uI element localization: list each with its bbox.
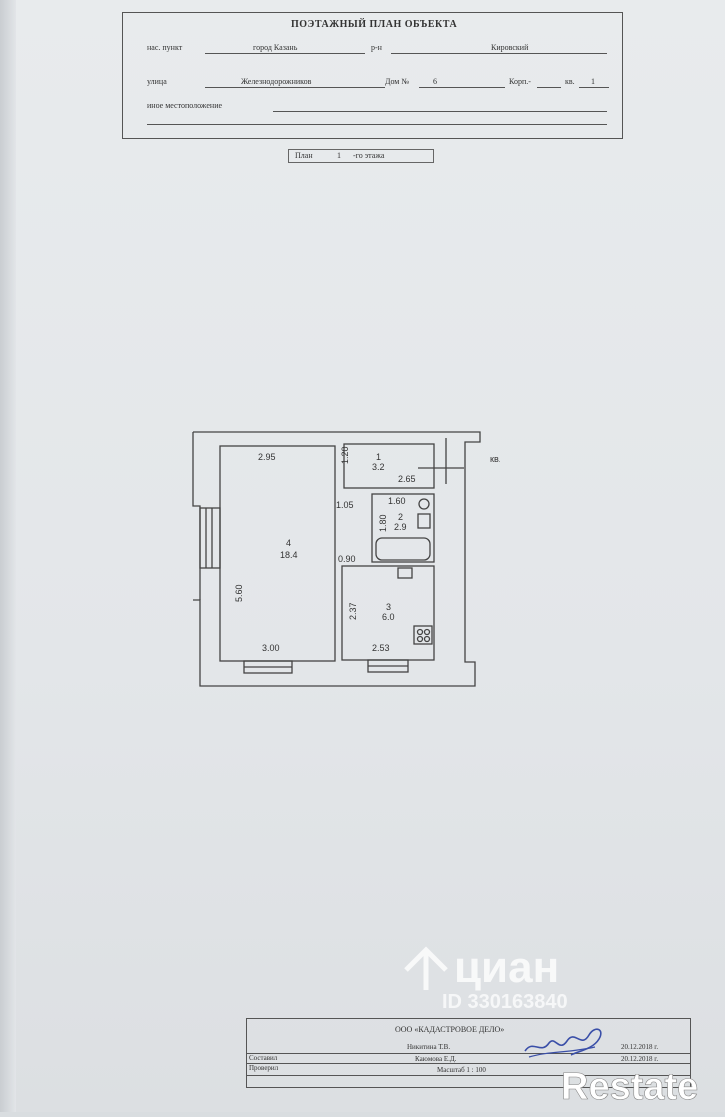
room-2-number: 2: [398, 512, 403, 522]
restate-logo-svg: Restate: [561, 1066, 699, 1109]
dim-1.80: 1.80: [378, 514, 388, 532]
footer-row-line-3: [247, 1075, 690, 1076]
apartment-value: 1: [591, 77, 595, 86]
room-4-outline: [219, 445, 336, 662]
outer-wall: [193, 431, 481, 687]
scale-label: Масштаб 1 : 100: [437, 1066, 486, 1074]
apartment-label: кв.: [565, 77, 575, 86]
room-3-number: 3: [386, 602, 391, 612]
other-location-underline: [273, 111, 607, 112]
organization-name: ООО «КАДАСТРОВОЕ ДЕЛО»: [395, 1025, 505, 1034]
street-value: Железнодорожников: [241, 77, 312, 86]
cian-logo-icon: [404, 946, 448, 990]
composed-date: 20.12.2018 г.: [621, 1043, 659, 1051]
header-block: ПОЭТАЖНЫЙ ПЛАН ОБЪЕКТА нас. пункт город …: [122, 12, 623, 139]
dim-1.05: 1.05: [336, 500, 354, 510]
checked-label: Проверил: [249, 1064, 279, 1072]
cian-watermark: циан ID 330163840: [400, 910, 660, 1020]
checked-name: Каюмова Е.Д.: [415, 1055, 457, 1063]
dim-0.90: 0.90: [338, 554, 356, 564]
plan-floor-label: План 1 -го этажа: [288, 149, 434, 163]
room-1-number: 1: [376, 452, 381, 462]
house-value: 6: [433, 77, 437, 86]
footer-row-line-1: [247, 1053, 690, 1054]
district-value: Кировский: [491, 43, 529, 52]
building-label: Корп.-: [509, 77, 531, 86]
room-4-area: 18.4: [280, 550, 298, 560]
restate-logo-text: Restate: [561, 1066, 698, 1108]
dim-1.20: 1.20: [340, 446, 350, 464]
restate-corner-brand: Restate: [555, 1055, 725, 1112]
apartment-underline: [579, 87, 609, 88]
room-1-area: 3.2: [372, 462, 385, 472]
house-underline: [419, 87, 505, 88]
room-1-outline: [343, 443, 435, 489]
cian-id-text: ID 330163840: [442, 991, 568, 1013]
composed-name: Никитина Т.В.: [407, 1043, 451, 1051]
toilet-icon: [418, 498, 430, 510]
footer-stamp-block: ООО «КАДАСТРОВОЕ ДЕЛО» Составил Никитина…: [246, 1018, 691, 1088]
dim-5.60: 5.60: [234, 584, 244, 602]
apartment-marker-label: кв. 1: [490, 454, 500, 464]
dim-1.60: 1.60: [388, 496, 406, 506]
dim-2.37: 2.37: [348, 602, 358, 620]
stove-icon: [413, 625, 433, 645]
kitchen-sink-icon: [397, 567, 413, 579]
floor-plan-svg: 2.95 1.20 2.65 1.60 1.05 1.80 0.90 5.60 …: [192, 431, 509, 687]
other-location-label: иное местоположение: [147, 101, 223, 110]
house-label: Дом №: [385, 77, 409, 86]
settlement-underline: [205, 53, 365, 54]
other-location-underline-2: [147, 124, 607, 125]
room-2-area: 2.9: [394, 522, 407, 532]
outer-wall-left: [192, 432, 201, 600]
signature-icon: [524, 1028, 602, 1058]
window-left: [199, 507, 221, 569]
district-label: р-н: [371, 43, 382, 52]
plan-label-prefix: План: [295, 151, 313, 160]
building-underline: [537, 87, 561, 88]
district-underline: [391, 53, 607, 54]
cian-watermark-svg: циан ID 330163840: [404, 943, 568, 1013]
floor-plan-drawing: 2.95 1.20 2.65 1.60 1.05 1.80 0.90 5.60 …: [180, 420, 509, 710]
room-2-outline: [371, 493, 435, 563]
composed-label: Составил: [249, 1054, 278, 1062]
room-3-area: 6.0: [382, 612, 395, 622]
dim-2.65: 2.65: [398, 474, 416, 484]
plan-label-floor: 1: [337, 151, 341, 160]
bathtub-icon: [375, 537, 431, 561]
settlement-label: нас. пункт: [147, 43, 183, 52]
footer-row-line-2: [247, 1063, 690, 1064]
checked-date: 20.12.2018 г.: [621, 1055, 659, 1063]
room-4-number: 4: [286, 538, 291, 548]
cian-brand-text: циан: [454, 943, 559, 992]
settlement-value: город Казань: [253, 43, 298, 52]
plan-label-suffix: -го этажа: [353, 151, 385, 160]
document-title: ПОЭТАЖНЫЙ ПЛАН ОБЪЕКТА: [291, 19, 458, 30]
sink-icon: [417, 513, 431, 529]
dim-2.95: 2.95: [258, 452, 276, 462]
dim-3.00: 3.00: [262, 643, 280, 653]
page-binding-edge: [0, 0, 16, 1112]
dim-2.53: 2.53: [372, 643, 390, 653]
street-label: улица: [147, 77, 167, 86]
street-underline: [205, 87, 385, 88]
